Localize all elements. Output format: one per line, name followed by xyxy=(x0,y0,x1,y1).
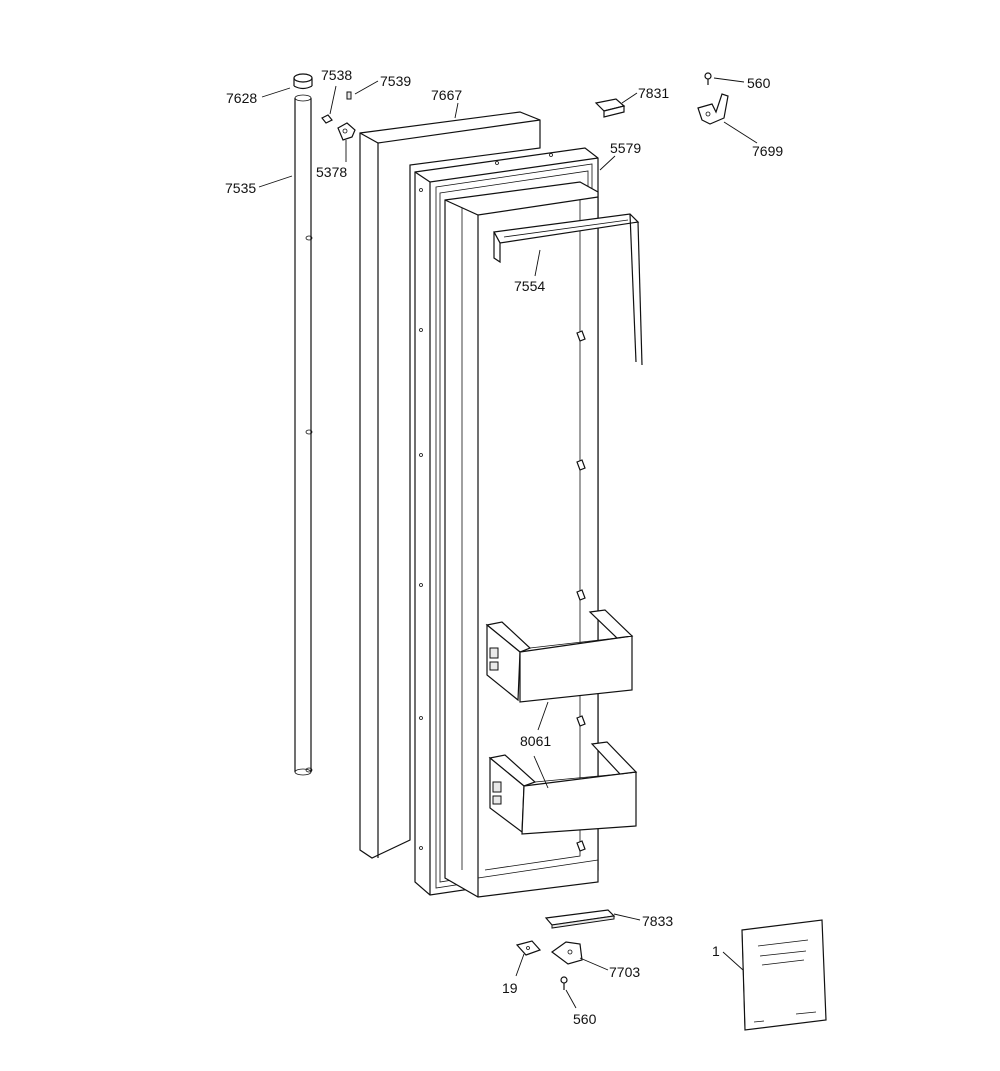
part-560-screw-bottom xyxy=(560,976,568,990)
part-7554-trim-bar xyxy=(493,213,643,366)
part-7628-cap xyxy=(293,73,313,102)
part-7703-hinge-bottom xyxy=(550,941,583,965)
part-7535-rod xyxy=(294,98,313,776)
part-7667-door-panel xyxy=(359,111,541,859)
part-7699-hinge xyxy=(697,93,729,125)
leader-lines xyxy=(258,77,758,1009)
label-7833: 7833 xyxy=(642,913,673,929)
label-1: 1 xyxy=(712,943,720,959)
label-7667: 7667 xyxy=(431,87,462,103)
label-7628: 7628 xyxy=(226,90,257,106)
label-7554: 7554 xyxy=(514,278,545,294)
part-5378-bracket xyxy=(337,122,356,141)
label-7539: 7539 xyxy=(380,73,411,89)
part-8061-shelf-bin-upper xyxy=(485,609,634,703)
label-7831: 7831 xyxy=(638,85,669,101)
label-7538: 7538 xyxy=(321,67,352,83)
label-8061: 8061 xyxy=(520,733,551,749)
label-7699: 7699 xyxy=(752,143,783,159)
label-19: 19 xyxy=(502,980,518,996)
label-560-top: 560 xyxy=(747,75,771,91)
label-7703: 7703 xyxy=(609,964,640,980)
label-5579: 5579 xyxy=(610,140,641,156)
label-7535: 7535 xyxy=(225,180,256,196)
part-7538-pin xyxy=(321,114,333,124)
label-560-bottom: 560 xyxy=(573,1011,597,1027)
part-19-plate xyxy=(515,940,542,956)
part-7539-spring xyxy=(346,91,352,100)
part-7833-strip xyxy=(544,909,616,929)
part-1-manual xyxy=(741,919,827,1031)
part-560-screw-top xyxy=(704,72,712,85)
part-7831-block xyxy=(594,98,626,118)
part-8061-shelf-bin-lower xyxy=(488,741,638,835)
part-labels: 7628 7538 7539 7667 5378 7535 7831 560 7… xyxy=(225,67,783,1027)
part-inner-liner xyxy=(444,181,599,898)
label-5378: 5378 xyxy=(316,164,347,180)
